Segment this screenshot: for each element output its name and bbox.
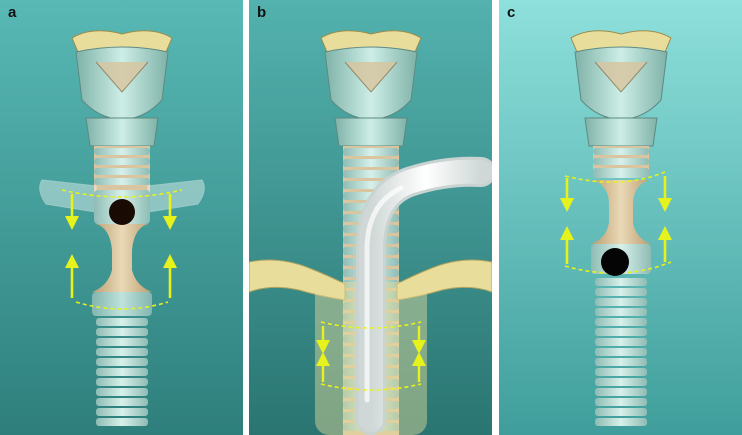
arrow-up-icon	[65, 254, 177, 298]
cut-line-lower	[320, 383, 422, 391]
stoma-dot-icon	[601, 248, 629, 276]
arrow-down-icon	[316, 326, 426, 354]
panel-b-illustration	[249, 0, 492, 435]
panel-label-a: a	[8, 4, 17, 21]
tube-illustration	[356, 156, 492, 435]
panel-label-b: b	[257, 4, 267, 21]
arrow-up-icon	[560, 226, 672, 264]
larynx-illustration	[570, 30, 672, 147]
trachea-illustration	[39, 146, 205, 426]
larynx-illustration	[71, 30, 173, 147]
larynx-illustration	[320, 30, 422, 147]
clavicle-illustration	[249, 259, 492, 301]
arrow-up-icon	[316, 352, 426, 382]
panel-label-c: c	[507, 4, 516, 21]
cut-line-upper	[320, 321, 422, 329]
cut-line-upper	[61, 189, 183, 198]
cut-line-lower	[75, 301, 169, 310]
panel-a-illustration	[0, 0, 243, 435]
arrow-down-icon	[65, 194, 177, 230]
panel-a: a	[0, 0, 243, 435]
panel-c-illustration	[499, 0, 742, 435]
cut-line-upper	[564, 171, 666, 183]
arrow-down-icon	[560, 176, 672, 212]
stoma-dot-icon	[109, 199, 135, 225]
panel-c: c	[499, 0, 742, 435]
panel-b: b	[249, 0, 492, 435]
